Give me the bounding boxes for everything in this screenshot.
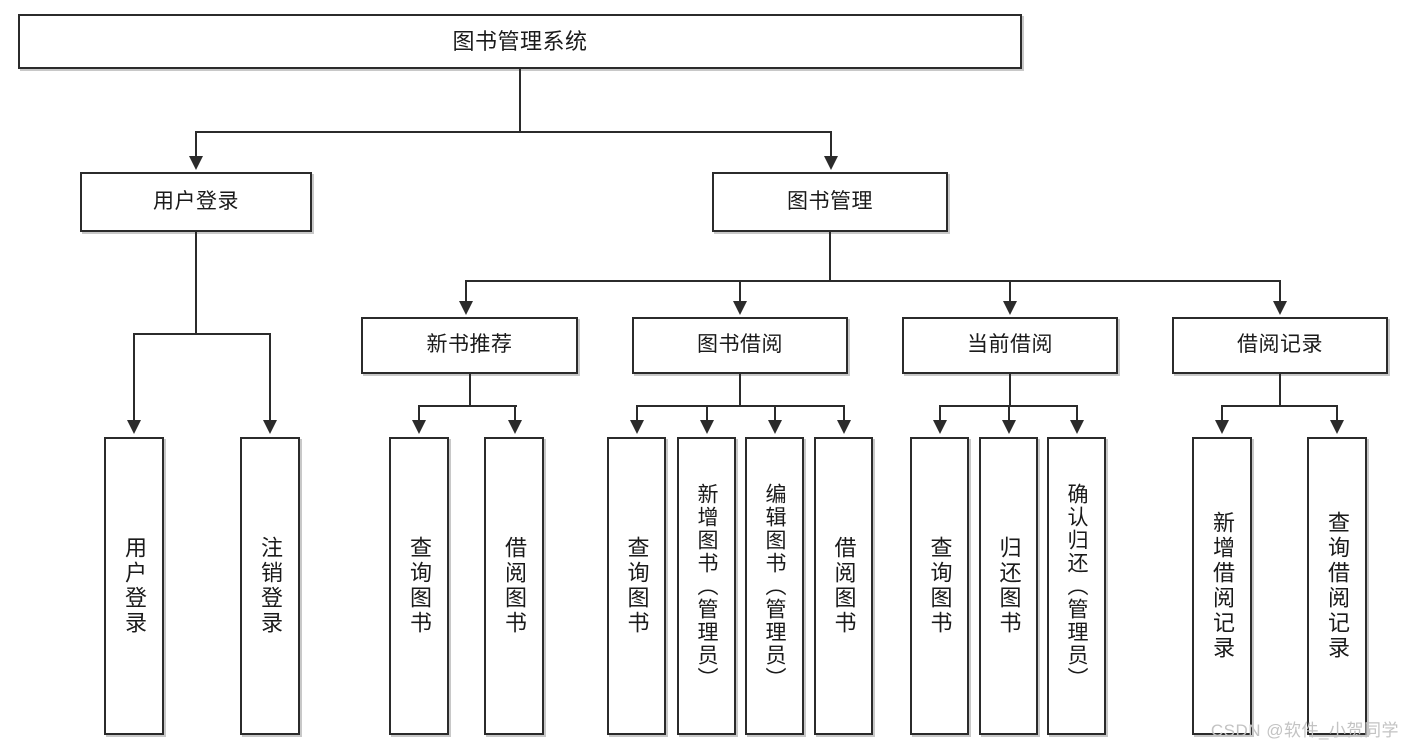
arrowhead-br-query-record [1330, 420, 1344, 434]
node-user-login[interactable]: 用户登录 [80, 172, 312, 232]
connector-cb-to-leaf-1 [939, 405, 941, 422]
connector-root-stem [519, 69, 521, 133]
leaf-bb-add-book[interactable]: 新增图书（管理员） [677, 437, 736, 735]
connector-book-mgmt-bus [466, 280, 1281, 282]
arrowhead-cb-query-book [933, 420, 947, 434]
connector-user-login-to-leaf-1 [133, 333, 135, 422]
connector-bb-to-leaf-4 [843, 405, 845, 422]
connector-cb-to-leaf-3 [1076, 405, 1078, 422]
connector-user-login-to-leaf-2 [269, 333, 271, 422]
node-label: 用户登录 [122, 536, 147, 636]
node-label: 注销登录 [258, 536, 283, 636]
connector-root-to-user-login [195, 131, 197, 158]
node-root-system[interactable]: 图书管理系统 [18, 14, 1022, 69]
arrowhead-br-add-record [1215, 420, 1229, 434]
connector-borrow-record-bus [1222, 405, 1338, 407]
connector-bb-to-leaf-1 [636, 405, 638, 422]
connector-root-bus [196, 131, 832, 133]
arrowhead-bb-borrow-book [837, 420, 851, 434]
leaf-br-add-record[interactable]: 新增借阅记录 [1192, 437, 1252, 735]
arrowhead-bb-query-book [630, 420, 644, 434]
leaf-cb-confirm-return[interactable]: 确认归还（管理员） [1047, 437, 1106, 735]
node-new-book-recommend[interactable]: 新书推荐 [361, 317, 578, 374]
arrowhead-nb-query-book [412, 420, 426, 434]
node-label: 用户登录 [153, 189, 239, 213]
node-label: 查询图书 [927, 536, 953, 636]
connector-bb-to-leaf-3 [774, 405, 776, 422]
leaf-nb-borrow-book[interactable]: 借阅图书 [484, 437, 544, 735]
arrowhead-new-book-recommend [459, 301, 473, 315]
node-current-borrow[interactable]: 当前借阅 [902, 317, 1118, 374]
connector-new-book-to-leaf-1 [418, 405, 420, 422]
node-label: 新书推荐 [426, 333, 513, 357]
connector-borrow-record-stem [1279, 374, 1281, 407]
connector-new-book-stem [469, 374, 471, 407]
node-label: 查询图书 [624, 536, 650, 636]
connector-book-borrow-stem [739, 374, 741, 407]
node-label: 图书管理 [787, 189, 873, 213]
connector-book-mgmt-to-l3-3 [1009, 280, 1011, 303]
arrowhead-leaf-logout [263, 420, 277, 434]
node-label: 查询借阅记录 [1325, 511, 1350, 661]
node-label: 编辑图书（管理员） [763, 482, 786, 690]
arrowhead-current-borrow [1003, 301, 1017, 315]
leaf-cb-query-book[interactable]: 查询图书 [910, 437, 969, 735]
node-book-borrow[interactable]: 图书借阅 [632, 317, 848, 374]
node-borrow-record[interactable]: 借阅记录 [1172, 317, 1388, 374]
connector-bb-to-leaf-2 [706, 405, 708, 422]
leaf-br-query-record[interactable]: 查询借阅记录 [1307, 437, 1367, 735]
leaf-user-login[interactable]: 用户登录 [104, 437, 164, 735]
leaf-nb-query-book[interactable]: 查询图书 [389, 437, 449, 735]
connector-book-mgmt-stem [829, 232, 831, 282]
connector-new-book-bus [419, 405, 517, 407]
arrowhead-nb-borrow-book [508, 420, 522, 434]
leaf-bb-query-book[interactable]: 查询图书 [607, 437, 666, 735]
node-label: 图书管理系统 [452, 28, 588, 54]
connector-cb-to-leaf-2 [1008, 405, 1010, 422]
connector-book-borrow-bus [637, 405, 845, 407]
node-label: 确认归还（管理员） [1065, 482, 1088, 690]
arrowhead-bb-edit-book [768, 420, 782, 434]
node-label: 当前借阅 [967, 333, 1053, 357]
connector-user-login-stem [195, 232, 197, 335]
arrowhead-borrow-record [1273, 301, 1287, 315]
arrowhead-book-mgmt [824, 156, 838, 170]
connector-user-login-bus [134, 333, 271, 335]
arrowhead-bb-add-book [700, 420, 714, 434]
node-label: 图书借阅 [697, 333, 783, 357]
leaf-cb-return-book[interactable]: 归还图书 [979, 437, 1038, 735]
connector-book-mgmt-to-l3-2 [739, 280, 741, 303]
node-label: 归还图书 [996, 536, 1022, 636]
arrowhead-cb-confirm-return [1070, 420, 1084, 434]
node-label: 借阅记录 [1237, 333, 1323, 357]
arrowhead-cb-return-book [1002, 420, 1016, 434]
leaf-bb-borrow-book[interactable]: 借阅图书 [814, 437, 873, 735]
node-label: 查询图书 [407, 536, 432, 636]
watermark-text: CSDN @软件_小贺同学 [1210, 721, 1399, 740]
connector-root-to-book-mgmt [830, 131, 832, 158]
leaf-logout[interactable]: 注销登录 [240, 437, 300, 735]
leaf-bb-edit-book[interactable]: 编辑图书（管理员） [745, 437, 804, 735]
connector-book-mgmt-to-l3-1 [465, 280, 467, 303]
arrowhead-leaf-user-login [127, 420, 141, 434]
connector-new-book-to-leaf-2 [514, 405, 516, 422]
arrowhead-user-login [189, 156, 203, 170]
connector-br-to-leaf-2 [1336, 405, 1338, 422]
connector-br-to-leaf-1 [1221, 405, 1223, 422]
node-label: 借阅图书 [502, 536, 527, 636]
connector-book-mgmt-to-l3-4 [1279, 280, 1281, 303]
connector-current-borrow-stem [1009, 374, 1011, 407]
node-book-management[interactable]: 图书管理 [712, 172, 948, 232]
node-label: 借阅图书 [831, 536, 857, 636]
arrowhead-book-borrow [733, 301, 747, 315]
node-label: 新增图书（管理员） [695, 482, 718, 690]
node-label: 新增借阅记录 [1210, 511, 1235, 661]
